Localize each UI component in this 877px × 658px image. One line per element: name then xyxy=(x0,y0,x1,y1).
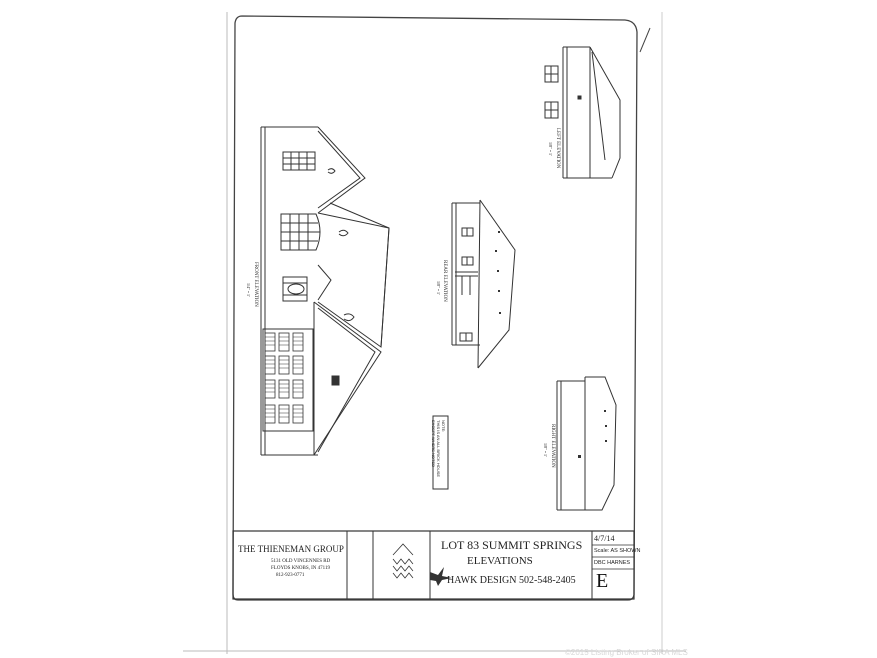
drawn-by: DBC HARNES xyxy=(594,560,631,566)
project-subtitle: ELEVATIONS xyxy=(467,555,533,567)
left-elevation-scale: 1/8" = 1' xyxy=(548,142,553,156)
note-box xyxy=(432,415,449,490)
company-address-2: FLOYDS KNOBS, IN 47119 xyxy=(271,566,330,571)
rear-elevation-drawing xyxy=(451,199,516,369)
watermark: ©2015 Listing Broker of SIRA MLS xyxy=(565,648,688,657)
front-elevation-scale: 1/4" = 1' xyxy=(246,283,251,297)
right-elevation-scale: 1/8" = 1' xyxy=(543,443,548,457)
sheet-border xyxy=(232,15,638,601)
note-heading: NOTE: xyxy=(441,420,446,433)
right-elevation-drawing xyxy=(556,376,617,511)
company-address-1: 5131 OLD VINCENNES RD xyxy=(271,559,331,564)
rear-elevation-label: REAR ELEVATION xyxy=(442,260,447,302)
front-elevation-drawing xyxy=(260,126,390,456)
left-elevation-label: LEFT ELEVATION xyxy=(555,128,560,169)
title-block xyxy=(232,530,635,600)
sheet-letter: E xyxy=(596,570,609,592)
left-elevation-drawing xyxy=(544,46,621,179)
company-name: THE THIENEMAN GROUP xyxy=(238,544,344,554)
company-phone: 812-923-0771 xyxy=(276,573,305,578)
drawing-scale: Scale: AS SHOWN xyxy=(594,548,641,554)
drawing-date: 4/7/14 xyxy=(594,534,615,543)
front-elevation-label: FRONT ELEVATION xyxy=(253,262,258,307)
project-title: LOT 83 SUMMIT SPRINGS xyxy=(441,538,583,552)
right-elevation-label: RIGHT ELEVATION xyxy=(550,424,555,468)
rear-elevation-scale: 1/8" = 1' xyxy=(436,281,441,295)
designer-credit: HAWK DESIGN 502-548-2405 xyxy=(447,575,576,586)
note-line-3: EXCEPT WHERE NOTED xyxy=(431,420,436,468)
scan-mark xyxy=(639,27,651,53)
note-line-2: THIS IS AN ALL BRICK HOUSE xyxy=(436,420,441,477)
